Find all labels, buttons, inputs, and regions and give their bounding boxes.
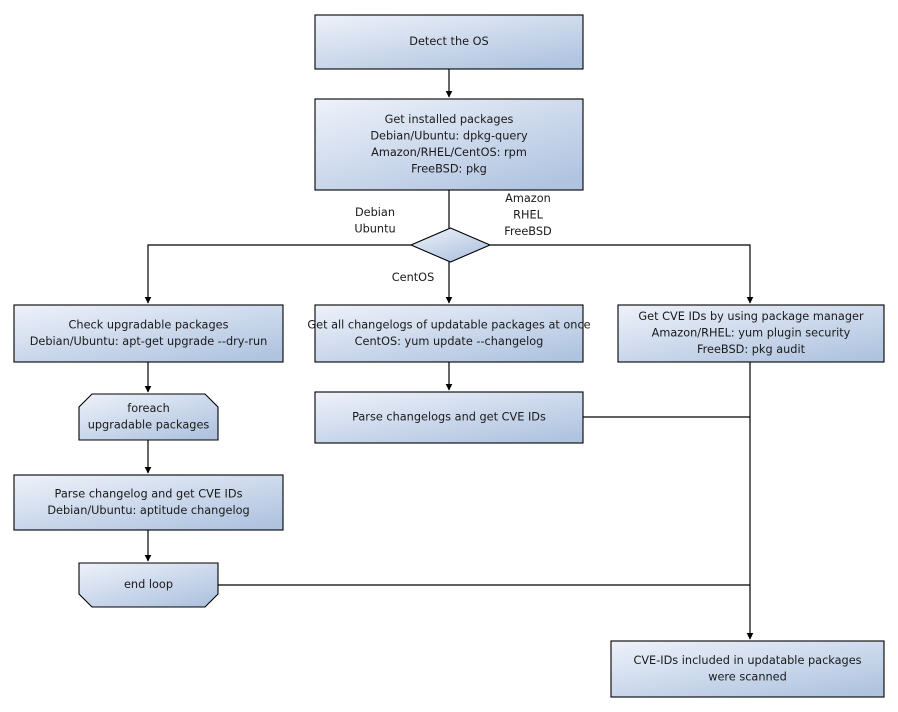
node-parse-changelog-left[interactable]: Parse changelog and get CVE IDsDebian/Ub… xyxy=(13,474,284,531)
node-scan-complete[interactable]: CVE-IDs included in updatable packages we… xyxy=(610,640,885,698)
loop-end-shape[interactable] xyxy=(78,562,219,608)
node-label-line: Amazon/RHEL/CentOS: rpm xyxy=(371,146,527,159)
edges-layer xyxy=(144,69,754,640)
node-label-line: FreeBSD: pkg xyxy=(411,162,487,175)
node-label-line: Get CVE IDs by using package manager xyxy=(638,310,864,323)
node-label-line: Get all changelogs of updatable packages… xyxy=(307,318,590,331)
node-detect-os[interactable]: Detect the OS xyxy=(314,14,584,70)
node-label-line: were scanned xyxy=(708,670,787,683)
process-box[interactable] xyxy=(610,640,885,698)
decision-diamond[interactable] xyxy=(409,227,492,263)
edge-label-line: Ubuntu xyxy=(354,223,395,236)
node-label-line: Amazon/RHEL: yum plugin security xyxy=(652,327,851,340)
node-label-line: end loop xyxy=(124,578,173,591)
process-box[interactable] xyxy=(314,14,584,70)
process-box[interactable] xyxy=(314,98,584,191)
node-label-line: Debian/Ubuntu: dpkg-query xyxy=(370,129,528,142)
node-label-line: FreeBSD: pkg audit xyxy=(697,343,806,356)
edge-label-line: FreeBSD xyxy=(504,225,552,238)
edge-label-line: CentOS xyxy=(392,271,435,284)
edge-decision-to-cve-pkgmgr xyxy=(490,244,754,304)
node-label-line: CVE-IDs included in updatable packages xyxy=(633,654,861,667)
process-box[interactable] xyxy=(314,304,584,363)
node-get-all-changelogs[interactable]: Get all changelogs of updatable packages… xyxy=(307,304,591,363)
nodes-layer: Detect the OS Get installed packagesDebia… xyxy=(13,14,885,698)
loop-start-shape[interactable] xyxy=(78,393,219,441)
node-parse-changelogs-middle[interactable]: Parse changelogs and get CVE IDs xyxy=(314,391,584,444)
process-box[interactable] xyxy=(617,304,885,363)
node-label-line: Parse changelog and get CVE IDs xyxy=(55,487,243,500)
edge-label-line: Amazon xyxy=(505,192,551,205)
node-os-decision[interactable] xyxy=(409,227,492,263)
node-label-line: Detect the OS xyxy=(409,35,488,48)
node-get-cve-ids-package-manager[interactable]: Get CVE IDs by using package managerAmaz… xyxy=(617,304,885,363)
edge-decision-to-check-upgradable xyxy=(144,244,411,304)
node-check-upgradable-packages[interactable]: Check upgradable packagesDebian/Ubuntu: … xyxy=(13,304,284,363)
node-label-line: Parse changelogs and get CVE IDs xyxy=(352,411,546,424)
node-label-line: Check upgradable packages xyxy=(69,318,229,331)
edge-label-line: RHEL xyxy=(513,209,543,222)
node-label-line: foreach xyxy=(127,402,170,415)
node-label-line: upgradable packages xyxy=(88,418,210,431)
process-box[interactable] xyxy=(13,474,284,531)
process-box[interactable] xyxy=(13,304,284,363)
node-label-line: CentOS: yum update --changelog xyxy=(355,335,544,348)
label-centos: CentOS xyxy=(392,271,435,284)
node-label-line: Get installed packages xyxy=(385,113,514,126)
node-end-loop[interactable]: end loop xyxy=(78,562,219,608)
node-label-line: Debian/Ubuntu: aptitude changelog xyxy=(47,504,249,517)
process-box[interactable] xyxy=(314,391,584,444)
node-label-line: Debian/Ubuntu: apt-get upgrade --dry-run xyxy=(30,335,268,348)
node-foreach-loop-start[interactable]: foreach upgradable packages xyxy=(78,393,219,441)
edge-label-line: Debian xyxy=(355,206,395,219)
